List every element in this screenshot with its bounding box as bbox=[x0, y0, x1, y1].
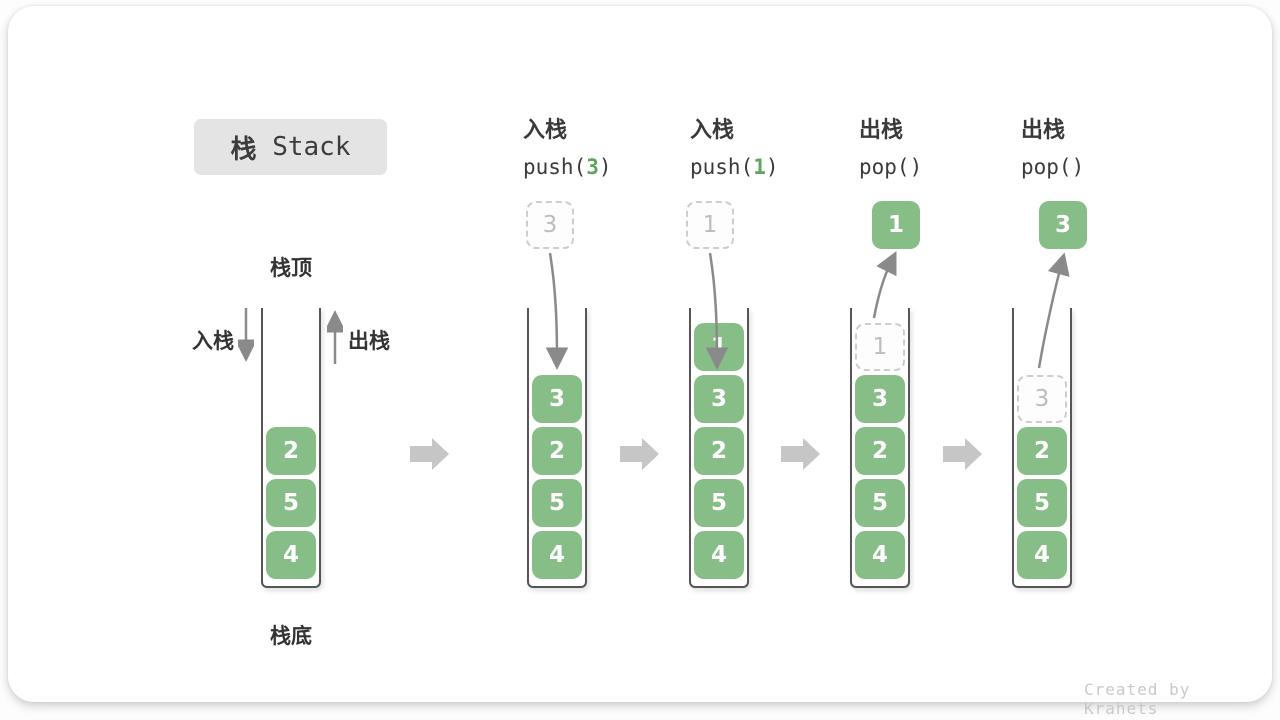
stack-block: 4 bbox=[694, 531, 744, 579]
stack-block: 5 bbox=[266, 479, 316, 527]
pop-up-arrow-icon bbox=[327, 310, 343, 364]
incoming-value-box: 3 bbox=[526, 201, 574, 249]
stack-block: 4 bbox=[266, 531, 316, 579]
stack-block: 3 bbox=[532, 375, 582, 423]
code-text: pop( bbox=[859, 155, 910, 179]
code-text: pop( bbox=[1021, 155, 1072, 179]
op-header-push-1: 入栈 push(1) bbox=[690, 112, 779, 179]
push-curve-arrow-icon bbox=[705, 252, 729, 370]
title-chip: 栈 Stack bbox=[194, 119, 387, 175]
code-text: push( bbox=[523, 155, 587, 179]
pop-curve-arrow-icon bbox=[1037, 252, 1070, 369]
code-text: ) bbox=[909, 155, 923, 179]
op-label: 出栈 bbox=[1021, 118, 1066, 143]
stack-block: 5 bbox=[855, 479, 905, 527]
code-text: ) bbox=[598, 155, 612, 179]
stack-block: 2 bbox=[694, 427, 744, 475]
push-curve-arrow-icon bbox=[545, 252, 569, 370]
stack-slot-ghost: 3 bbox=[1017, 375, 1067, 423]
pop-side-label: 出栈 bbox=[348, 329, 390, 353]
code-arg: 1 bbox=[753, 155, 766, 179]
op-label: 出栈 bbox=[859, 118, 904, 143]
push-down-arrow-icon bbox=[238, 308, 254, 362]
op-header-push-3: 入栈 push(3) bbox=[523, 112, 612, 179]
stack-top-label: 栈顶 bbox=[270, 256, 312, 280]
op-label: 入栈 bbox=[690, 118, 735, 143]
step-arrow-icon bbox=[781, 438, 820, 470]
popped-value-box: 3 bbox=[1039, 201, 1087, 249]
title-en: Stack bbox=[256, 132, 351, 162]
op-header-pop-2: 出栈 pop() bbox=[1021, 112, 1084, 179]
stack-block: 2 bbox=[266, 427, 316, 475]
step-arrow-icon bbox=[943, 438, 982, 470]
stack-bottom-label: 栈底 bbox=[270, 624, 312, 648]
diagram-card: 栈 Stack 入栈 push(3) 入栈 push(1) 出栈 pop() 出… bbox=[8, 6, 1272, 718]
stack-block: 5 bbox=[694, 479, 744, 527]
stack-block: 3 bbox=[694, 375, 744, 423]
op-code: push(3) bbox=[523, 155, 612, 179]
push-side-label: 入栈 bbox=[192, 329, 234, 353]
code-text: ) bbox=[1071, 155, 1085, 179]
stack-block: 5 bbox=[1017, 479, 1067, 527]
watermark: Created by Krahets bbox=[1084, 680, 1191, 718]
stack-block: 4 bbox=[1017, 531, 1067, 579]
step-arrow-icon bbox=[410, 438, 449, 470]
op-label: 入栈 bbox=[523, 118, 568, 143]
op-code: push(1) bbox=[690, 155, 779, 179]
incoming-value-box: 1 bbox=[686, 201, 734, 249]
stack-block: 2 bbox=[532, 427, 582, 475]
stack-block: 5 bbox=[532, 479, 582, 527]
pop-curve-arrow-icon bbox=[872, 251, 897, 319]
op-header-pop-1: 出栈 pop() bbox=[859, 112, 922, 179]
stack-block: 2 bbox=[855, 427, 905, 475]
step-arrow-icon bbox=[620, 438, 659, 470]
stack-block: 2 bbox=[1017, 427, 1067, 475]
op-code: pop() bbox=[859, 155, 922, 179]
popped-value-box: 1 bbox=[872, 201, 920, 249]
stack-slot-ghost: 1 bbox=[855, 323, 905, 371]
stack-block: 4 bbox=[855, 531, 905, 579]
title-zh: 栈 bbox=[230, 134, 257, 165]
code-text: push( bbox=[690, 155, 754, 179]
stack-block: 4 bbox=[532, 531, 582, 579]
code-text: ) bbox=[765, 155, 779, 179]
stack-block: 3 bbox=[855, 375, 905, 423]
op-code: pop() bbox=[1021, 155, 1084, 179]
code-arg: 3 bbox=[586, 155, 599, 179]
